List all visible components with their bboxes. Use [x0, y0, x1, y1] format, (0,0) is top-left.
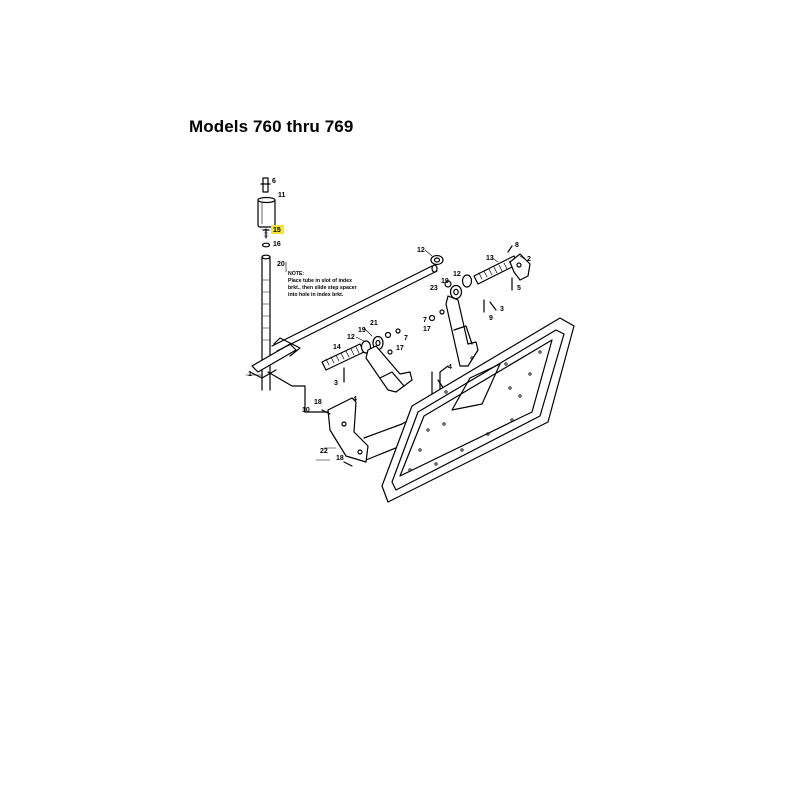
callout-13: 13 — [486, 255, 494, 262]
pedal-right — [445, 295, 479, 367]
callout-labels: 6 11 15 16 20 1 12 8 2 13 12 19 23 5 3 9… — [248, 178, 531, 462]
callout-10: 10 — [302, 407, 310, 414]
pivot-bracket — [509, 253, 531, 281]
fastener-set — [321, 245, 513, 467]
bushing-part — [430, 254, 444, 266]
knob-part — [257, 196, 276, 228]
callout-7: 7 — [423, 317, 427, 324]
callout-5: 5 — [517, 285, 521, 292]
callout-15: 15 — [273, 227, 281, 234]
mount-bracket — [327, 397, 369, 463]
pedal-shaft — [271, 264, 438, 352]
assembly-note: NOTE: Place tube in slot of index brkt.,… — [288, 271, 357, 298]
callout-17b: 17 — [396, 345, 404, 352]
callout-23: 22 — [320, 448, 328, 455]
callout-8: 8 — [515, 242, 519, 249]
note-line-3: brkt., then slide step spacer — [288, 285, 357, 291]
index-bracket — [249, 337, 301, 379]
callout-16: 16 — [273, 241, 281, 248]
callout-4: 4 — [448, 364, 452, 371]
callout-19: 19 — [441, 278, 449, 285]
note-line-4: into hole in index brkt. — [288, 292, 344, 298]
callout-20: 20 — [277, 261, 285, 268]
step-plate — [381, 317, 575, 503]
screw-part — [262, 228, 270, 239]
page-title: Models 760 thru 769 — [189, 117, 354, 136]
callout-7b: 7 — [404, 335, 408, 342]
washer-part — [261, 242, 271, 248]
callout-4b: 4 — [353, 396, 357, 403]
callout-21: 21 — [370, 320, 378, 327]
callout-2: 2 — [527, 256, 531, 263]
callout-highlight — [271, 225, 284, 234]
callout-12c: 12 — [347, 334, 355, 341]
callout-1: 1 — [248, 371, 252, 378]
callout-11: 11 — [278, 192, 286, 199]
callout-3: 3 — [500, 306, 504, 313]
leader-lines — [245, 249, 527, 461]
pin-part — [260, 177, 271, 193]
callout-17: 17 — [423, 326, 431, 333]
callout-18: 18 — [314, 399, 322, 406]
callout-12b: 12 — [453, 271, 461, 278]
callout-14: 14 — [333, 344, 341, 351]
callout-19b: 19 — [358, 327, 366, 334]
callout-9: 9 — [489, 315, 493, 322]
callout-6: 6 — [272, 178, 276, 185]
callout-22: 23 — [430, 285, 438, 292]
callout-12: 12 — [417, 247, 425, 254]
note-line-2: Place tube in slot of index — [288, 278, 352, 284]
pedal-left — [365, 345, 413, 393]
callout-3b: 3 — [334, 380, 338, 387]
tube-part — [261, 254, 271, 391]
note-line-1: NOTE: — [288, 271, 304, 277]
callout-18b: 18 — [336, 455, 344, 462]
